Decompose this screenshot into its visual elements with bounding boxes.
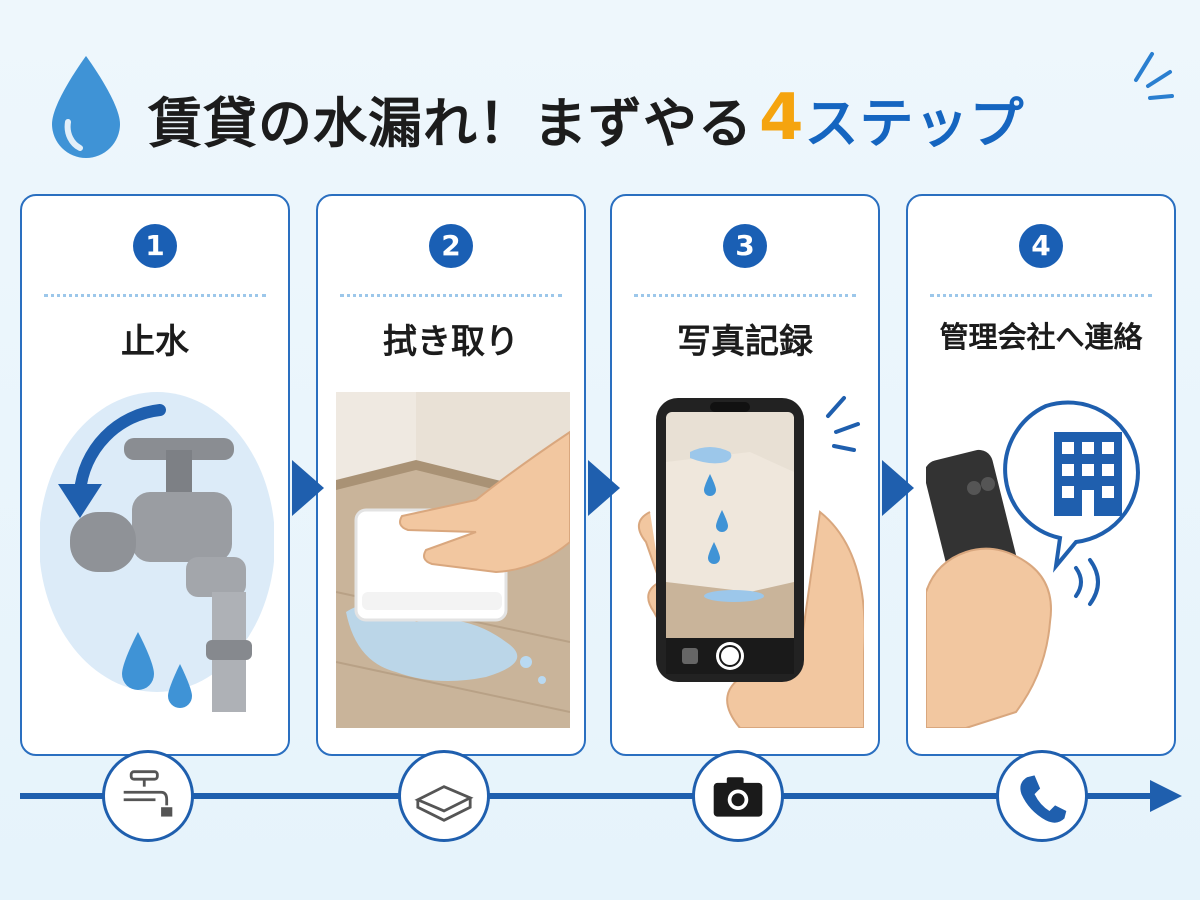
chevron-right-icon <box>882 460 914 516</box>
chevron-right-icon <box>292 460 324 516</box>
sparkle-lines-icon <box>1134 52 1174 100</box>
divider <box>44 294 266 297</box>
step-label: 管理会社へ連絡 <box>939 320 1143 354</box>
wiping-illustration <box>336 392 570 728</box>
title-main: 賃貸の水漏れ！まずやる <box>148 91 753 155</box>
timeline-towel-icon <box>398 750 490 842</box>
timeline-phone-icon <box>996 750 1088 842</box>
divider <box>930 294 1152 297</box>
step-label: 拭き取り <box>383 322 519 362</box>
title-number: 4 <box>759 81 805 155</box>
photo-record-illustration <box>638 396 864 728</box>
step-label: 写真記録 <box>677 322 813 362</box>
contact-illustration <box>926 400 1140 728</box>
step-number-badge: 4 <box>1019 224 1063 268</box>
chevron-right-icon <box>588 460 620 516</box>
divider <box>340 294 562 297</box>
step-number-badge: 2 <box>429 224 473 268</box>
step-number-badge: 1 <box>133 224 177 268</box>
step-card-4: 4 管理会社へ連絡 <box>906 194 1176 756</box>
faucet-illustration <box>40 392 274 712</box>
step-card-3: 3 写真記録 <box>610 194 880 756</box>
title-suffix: ステップ <box>804 91 1025 155</box>
step-label: 止水 <box>121 322 189 362</box>
timeline-arrow <box>20 780 1182 812</box>
water-drop-icon <box>52 56 120 158</box>
step-card-1: 1 止水 <box>20 194 290 756</box>
step-card-2: 2 拭き取り <box>316 194 586 756</box>
timeline-faucet-icon <box>102 750 194 842</box>
step-number-badge: 3 <box>723 224 767 268</box>
divider <box>634 294 856 297</box>
timeline-camera-icon <box>692 750 784 842</box>
